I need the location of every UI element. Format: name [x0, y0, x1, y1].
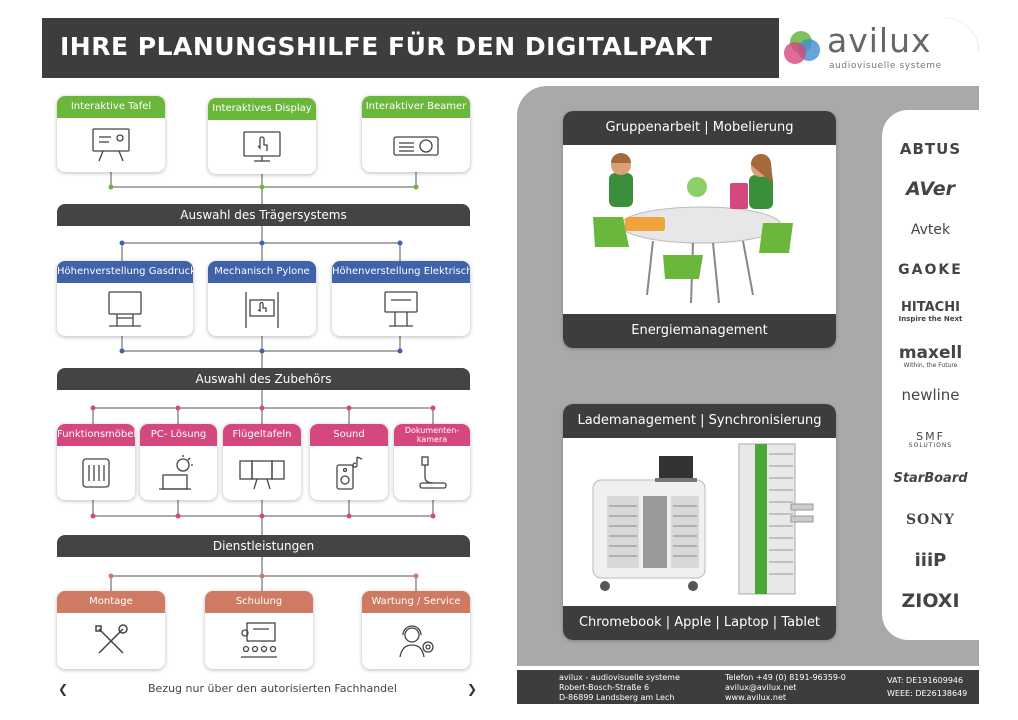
option-label: Höhenverstellung Gasdruck — [57, 261, 193, 283]
brand-smf-tagline: SOLUTIONS — [908, 442, 953, 449]
option-label: Interaktives Display — [208, 98, 316, 120]
option-label: Wartung / Service — [362, 591, 470, 613]
brand-maxell: maxell — [898, 343, 963, 363]
brand-maxell-tagline: Within, the Future — [903, 362, 958, 369]
option-interaktive-tafel[interactable]: Interaktive Tafel — [57, 96, 165, 172]
brand-starboard: StarBoard — [893, 471, 968, 486]
electric-stand-icon — [384, 290, 418, 327]
contact-email[interactable]: avilux@avilux.net — [725, 683, 797, 692]
option-interaktives-display[interactable]: Interaktives Display — [208, 98, 316, 174]
furniture-icon — [82, 458, 110, 488]
photo-card-furniture: Gruppenarbeit | Mobelierung Energiemanag… — [563, 111, 836, 348]
photo-card-title: Lademanagement | Synchronisierung — [563, 404, 836, 438]
prev-arrow-icon[interactable]: ❮ — [58, 682, 69, 696]
brand-smf: SMF — [916, 430, 945, 443]
option-label: PC- Lösung — [140, 424, 217, 446]
logo: avilux audiovisuelle systeme — [779, 18, 979, 78]
option-schulung[interactable]: Schulung — [205, 591, 313, 669]
option-elektrisch[interactable]: Höhenverstellung Elektrisch — [332, 261, 470, 336]
brand-iiip: iiiP — [914, 550, 947, 571]
training-icon — [241, 622, 277, 658]
contact-phone: Telefon +49 (0) 8191-96359-0 — [725, 673, 846, 682]
next-arrow-icon[interactable]: ❯ — [467, 682, 478, 696]
classroom-photo — [593, 153, 793, 304]
option-label: Mechanisch Pylone — [208, 261, 316, 283]
option-funktionsmoebel[interactable]: Funktionsmöbel — [57, 424, 135, 500]
brand-logo-panel: ABTUS AVer Avtek GAOKE HITACHI Inspire t… — [882, 110, 979, 640]
pylon-icon — [245, 291, 279, 328]
gas-lift-stand-icon — [108, 290, 142, 327]
option-label: Flügeltafeln — [223, 424, 301, 446]
whiteboard-icon — [92, 128, 130, 162]
option-label: Schulung — [205, 591, 313, 613]
brand-abtus: ABTUS — [899, 140, 962, 158]
brand-aver: AVer — [906, 178, 955, 200]
section-accessories-bar: Auswahl des Zubehörs — [57, 368, 470, 390]
contact-web[interactable]: www.avilux.net — [725, 693, 786, 702]
footer-note-row: ❮ Bezug nur über den autorisierten Fachh… — [42, 680, 502, 700]
brand-zioxi: ZIOXI — [901, 590, 960, 612]
option-label: Montage — [57, 591, 165, 613]
option-pylone[interactable]: Mechanisch Pylone — [208, 261, 316, 336]
section-carrier-bar: Auswahl des Trägersystems — [57, 204, 470, 226]
brand-avtek: Avtek — [910, 222, 951, 238]
flow-connectors — [90, 172, 436, 591]
support-icon — [399, 625, 434, 658]
contact-city: D-86899 Landsberg am Lech — [559, 693, 675, 702]
brand-hitachi: HITACHI — [901, 300, 960, 315]
contact-street: Robert-Bosch-Straße 6 — [559, 683, 650, 692]
projector-icon — [393, 136, 439, 156]
option-label: Interaktiver Beamer — [362, 96, 470, 118]
contact-bar: avilux - audiovisuelle systeme Robert-Bo… — [517, 670, 979, 704]
logo-name: avilux — [827, 21, 932, 60]
option-label: Funktionsmöbel — [57, 424, 135, 446]
option-gasdruck[interactable]: Höhenverstellung Gasdruck — [57, 261, 193, 336]
brand-hitachi-tagline: Inspire the Next — [898, 315, 963, 323]
header-bar: IHRE PLANUNGSHILFE FÜR DEN DIGITALPAKT a… — [42, 18, 979, 78]
brand-sony: SONY — [905, 512, 956, 528]
option-label: Höhenverstellung Elektrisch — [332, 261, 470, 283]
option-sound[interactable]: Sound — [310, 424, 388, 500]
tools-icon — [95, 624, 128, 654]
pc-icon — [158, 455, 193, 490]
option-montage[interactable]: Montage — [57, 591, 165, 669]
option-fluegeltafeln[interactable]: Flügeltafeln — [223, 424, 301, 500]
footer-note: Bezug nur über den autorisierten Fachhan… — [148, 682, 397, 695]
photo-card-title: Gruppenarbeit | Mobelierung — [563, 111, 836, 145]
wing-board-icon — [239, 460, 285, 490]
speaker-icon — [336, 456, 363, 490]
option-label: Dokumenten- kamera — [394, 424, 470, 446]
brand-gaoke: GAOKE — [898, 262, 963, 278]
option-wartung-service[interactable]: Wartung / Service — [362, 591, 470, 669]
option-interaktiver-beamer[interactable]: Interaktiver Beamer — [362, 96, 470, 172]
contact-weee: WEEE: DE26138649 — [887, 689, 968, 698]
contact-company: avilux - audiovisuelle systeme — [559, 673, 680, 682]
avilux-logo-icon — [784, 31, 820, 64]
option-label: Sound — [310, 424, 388, 446]
option-pc-loesung[interactable]: PC- Lösung — [140, 424, 217, 500]
logo-subtitle: audiovisuelle systeme — [829, 61, 942, 71]
option-dokumentenkamera[interactable]: Dokumenten- kamera — [394, 424, 470, 500]
photo-card-charging: Lademanagement | Synchronisierung Chrome… — [563, 404, 836, 640]
display-icon — [243, 131, 281, 162]
option-label: Interaktive Tafel — [57, 96, 165, 118]
photo-card-caption: Energiemanagement — [563, 314, 836, 348]
page-title: IHRE PLANUNGSHILFE FÜR DEN DIGITALPAKT — [60, 32, 713, 61]
document-camera-icon — [419, 456, 447, 489]
section-services-bar: Dienstleistungen — [57, 535, 470, 557]
brand-newline: newline — [901, 386, 960, 404]
charging-cart-photo — [592, 443, 814, 595]
contact-vat: VAT: DE191609946 — [887, 676, 964, 685]
photo-card-caption: Chromebook | Apple | Laptop | Tablet — [563, 606, 836, 640]
